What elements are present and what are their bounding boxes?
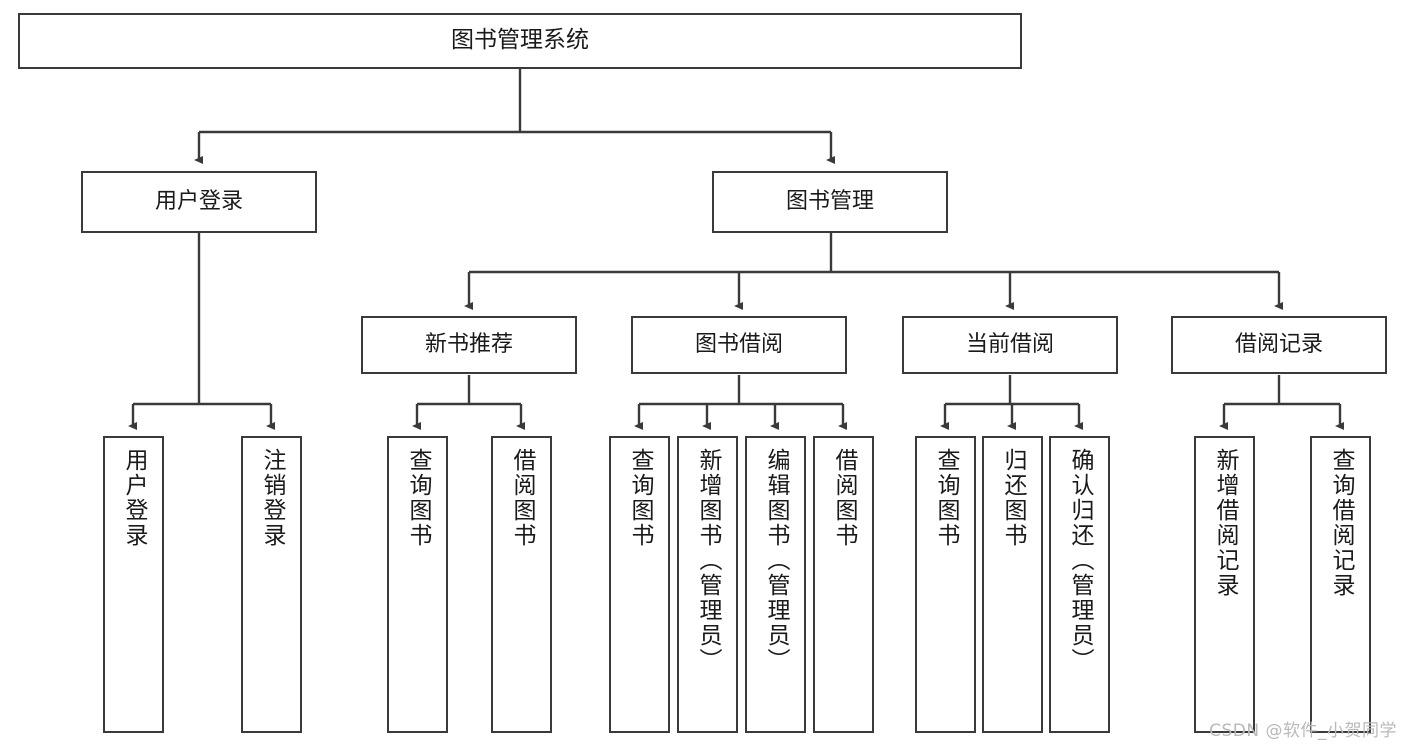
- node-label: 借阅图书: [509, 448, 535, 548]
- node-current-borrow[interactable]: 当前借阅: [902, 316, 1118, 374]
- leaf-book-borrow-add[interactable]: 新增图书（管理员）: [677, 436, 738, 733]
- node-label: 借阅图书: [831, 448, 857, 548]
- node-book-borrow[interactable]: 图书借阅: [631, 316, 847, 374]
- node-label: 新增图书（管理员）: [695, 448, 721, 673]
- node-label: 借阅记录: [1234, 332, 1323, 358]
- node-label: 查询图书: [933, 448, 959, 548]
- node-label: 图书管理: [785, 189, 874, 215]
- node-label: 当前借阅: [965, 332, 1054, 358]
- node-label: 查询图书: [627, 448, 653, 548]
- node-user-login[interactable]: 用户登录: [81, 171, 317, 233]
- leaf-current-borrow-confirm[interactable]: 确认归还（管理员）: [1049, 436, 1110, 733]
- node-label: 查询图书: [405, 448, 431, 548]
- leaf-book-borrow-query[interactable]: 查询图书: [609, 436, 670, 733]
- node-borrow-record[interactable]: 借阅记录: [1171, 316, 1387, 374]
- node-book-management[interactable]: 图书管理: [712, 171, 948, 233]
- leaf-book-borrow-edit[interactable]: 编辑图书（管理员）: [745, 436, 806, 733]
- node-label: 用户登录: [121, 448, 147, 548]
- leaf-new-book-query[interactable]: 查询图书: [387, 436, 448, 733]
- node-new-book-recommend[interactable]: 新书推荐: [361, 316, 577, 374]
- leaf-user-login-signout[interactable]: 注销登录: [241, 436, 302, 733]
- leaf-borrow-record-query[interactable]: 查询借阅记录: [1310, 436, 1371, 733]
- leaf-current-borrow-return[interactable]: 归还图书: [982, 436, 1043, 733]
- node-label: 用户登录: [154, 189, 243, 215]
- watermark-text: CSDN @软件_小贺同学: [1209, 721, 1397, 741]
- leaf-book-borrow-borrow[interactable]: 借阅图书: [813, 436, 874, 733]
- node-root-system[interactable]: 图书管理系统: [18, 13, 1022, 69]
- node-label: 确认归还（管理员）: [1067, 448, 1093, 673]
- node-label: 归还图书: [1000, 448, 1026, 548]
- node-label: 图书借阅: [694, 332, 783, 358]
- node-label: 查询借阅记录: [1328, 448, 1354, 598]
- node-label: 新增借阅记录: [1212, 448, 1238, 598]
- leaf-borrow-record-add[interactable]: 新增借阅记录: [1194, 436, 1255, 733]
- node-label: 新书推荐: [424, 332, 513, 358]
- node-label: 图书管理系统: [451, 27, 589, 54]
- node-label: 注销登录: [259, 448, 285, 548]
- node-label: 编辑图书（管理员）: [763, 448, 789, 673]
- leaf-user-login-signin[interactable]: 用户登录: [103, 436, 164, 733]
- leaf-new-book-borrow[interactable]: 借阅图书: [491, 436, 552, 733]
- leaf-current-borrow-query[interactable]: 查询图书: [915, 436, 976, 733]
